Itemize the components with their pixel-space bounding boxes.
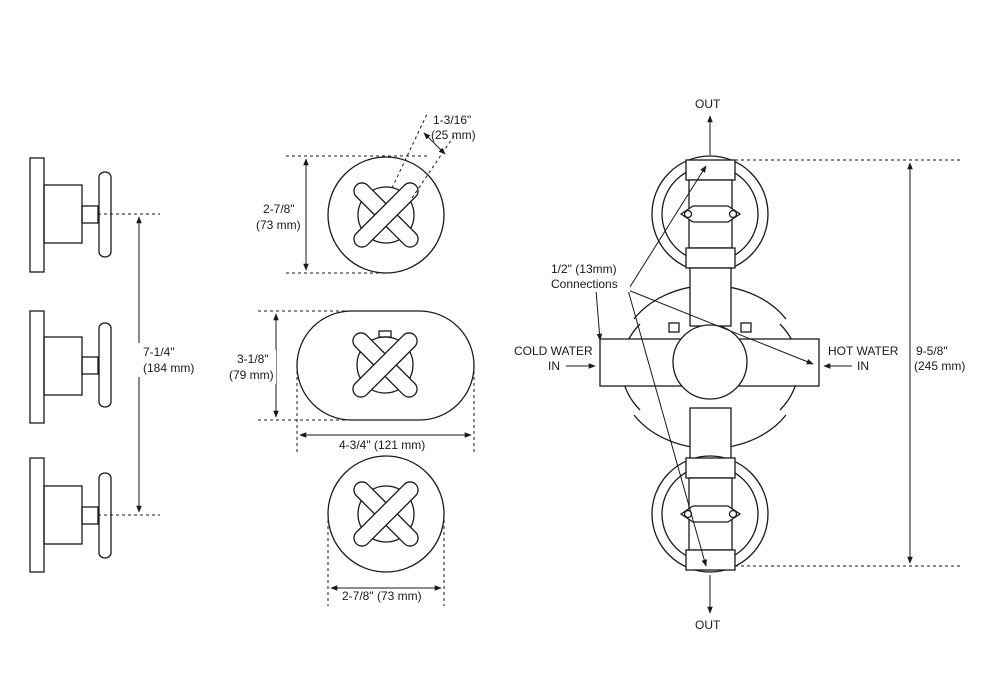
valve-bottom-cartridge bbox=[651, 455, 769, 573]
side-height-label: 7-1/4" bbox=[143, 345, 175, 359]
cold-water-in-label: IN bbox=[548, 359, 560, 373]
side-view: 7-1/4" (184 mm) bbox=[29, 157, 206, 573]
front-oval-plate bbox=[296, 310, 475, 421]
front-handle-bottom bbox=[327, 455, 445, 573]
front-handle-top bbox=[327, 156, 445, 274]
front-view: 2-7/8" (73 mm) 1-3/16" (25 mm) 3-1/8" (7… bbox=[229, 111, 476, 606]
side-handle-bottom bbox=[29, 457, 112, 573]
bottom-width-label: 2-7/8" (73 mm) bbox=[342, 589, 422, 603]
front-handle-height-metric: (73 mm) bbox=[256, 218, 301, 232]
cross-width-metric: (25 mm) bbox=[431, 128, 476, 142]
connections-label: Connections bbox=[551, 277, 618, 291]
out-bottom-label: OUT bbox=[695, 618, 721, 632]
cold-water-label: COLD WATER bbox=[514, 344, 593, 358]
plate-height-metric: (79 mm) bbox=[229, 368, 274, 382]
valve-body bbox=[599, 267, 820, 461]
hot-water-in-label: IN bbox=[857, 359, 869, 373]
valve-view: OUT OUT bbox=[514, 97, 973, 632]
out-top-label: OUT bbox=[695, 97, 721, 111]
plate-height-label: 3-1/8" bbox=[237, 352, 269, 366]
valve-height-metric: (245 mm) bbox=[914, 359, 965, 373]
side-height-metric-label: (184 mm) bbox=[143, 361, 194, 375]
valve-top-cartridge bbox=[651, 155, 769, 273]
front-handle-height-label: 2-7/8" bbox=[263, 202, 295, 216]
hot-water-label: HOT WATER bbox=[828, 344, 899, 358]
side-handle-top bbox=[29, 157, 112, 273]
cross-width-dimension bbox=[423, 132, 446, 155]
side-handle-middle bbox=[29, 310, 112, 424]
plate-width-label: 4-3/4" (121 mm) bbox=[339, 438, 425, 452]
valve-height-label: 9-5/8" bbox=[916, 344, 948, 358]
cross-width-label: 1-3/16" bbox=[433, 113, 471, 127]
connections-label-size: 1/2" (13mm) bbox=[551, 262, 617, 276]
